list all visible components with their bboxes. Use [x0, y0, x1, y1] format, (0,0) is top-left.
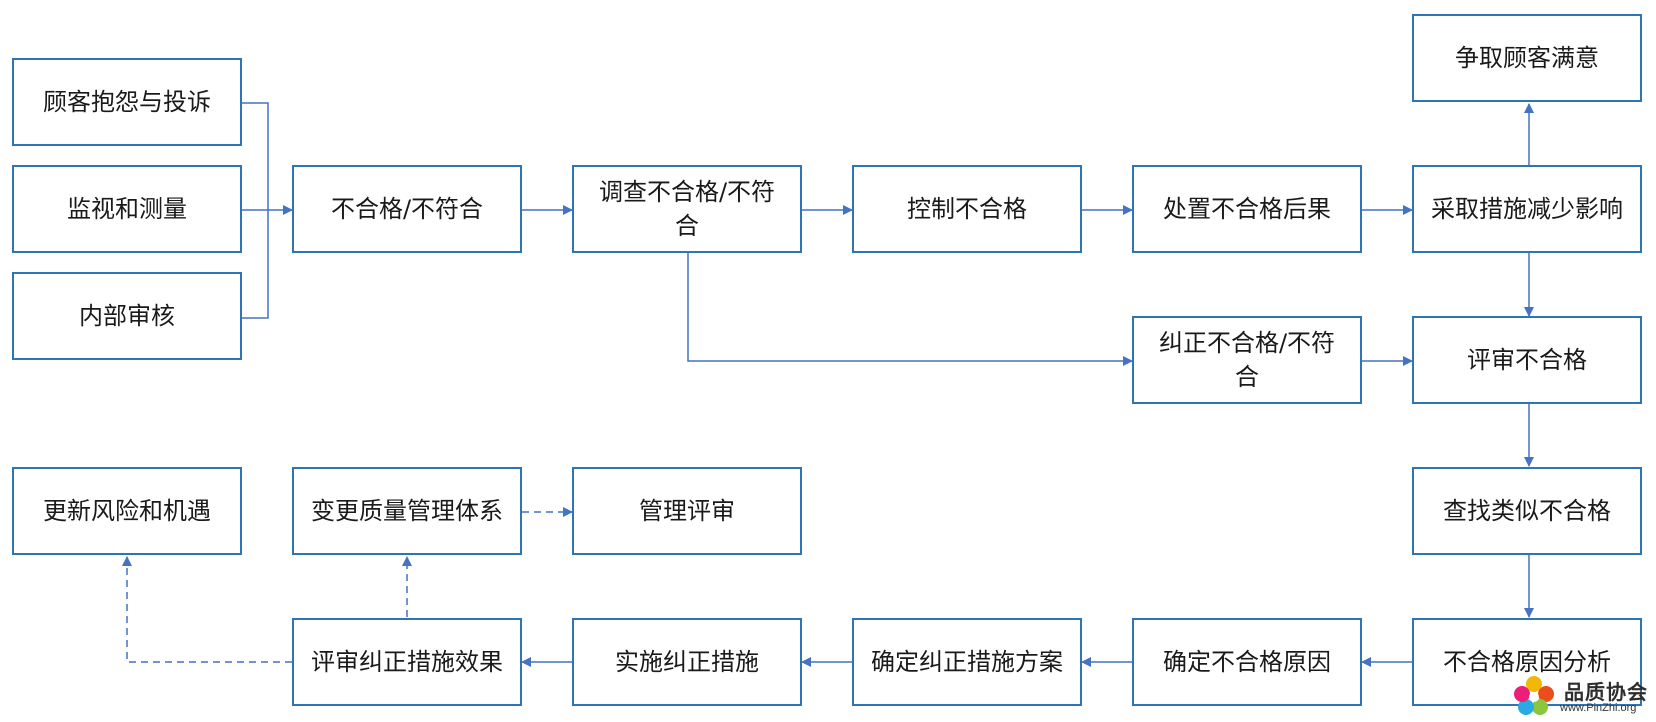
node-review-effectiveness: 评审纠正措施效果	[292, 618, 522, 706]
node-change-qms: 变更质量管理体系	[292, 467, 522, 555]
node-monitoring-measurement: 监视和测量	[12, 165, 242, 253]
connector-investigate-to-correct	[687, 253, 1133, 366]
node-internal-audit: 内部审核	[12, 272, 242, 360]
node-review: 评审不合格	[1412, 316, 1642, 404]
watermark-title: 品质协会	[1564, 680, 1648, 704]
node-handle-consequences: 处置不合格后果	[1132, 165, 1362, 253]
node-determine-cause: 确定不合格原因	[1132, 618, 1362, 706]
node-control: 控制不合格	[852, 165, 1082, 253]
node-management-review: 管理评审	[572, 467, 802, 555]
node-implement: 实施纠正措施	[572, 618, 802, 706]
node-investigate: 调查不合格/不符合	[572, 165, 802, 253]
connector-effectiveness-to-risks	[122, 556, 292, 663]
node-customer-complaints: 顾客抱怨与投诉	[12, 58, 242, 146]
node-nonconformity: 不合格/不符合	[292, 165, 522, 253]
flower-logo-icon	[1514, 676, 1554, 715]
node-customer-satisfaction: 争取顾客满意	[1412, 14, 1642, 102]
connector-audit	[242, 210, 269, 319]
node-find-similar: 查找类似不合格	[1412, 467, 1642, 555]
watermark-logo: 品质协会 www.PinZhi.org	[1510, 674, 1650, 718]
node-reduce-impact: 采取措施减少影响	[1412, 165, 1642, 253]
node-correct: 纠正不合格/不符合	[1132, 316, 1362, 404]
connector-complaints	[242, 102, 269, 210]
node-update-risks: 更新风险和机遇	[12, 467, 242, 555]
node-determine-plan: 确定纠正措施方案	[852, 618, 1082, 706]
node-root-cause-analysis: 不合格原因分析	[1412, 618, 1642, 706]
watermark-url: www.PinZhi.org	[1560, 702, 1637, 714]
